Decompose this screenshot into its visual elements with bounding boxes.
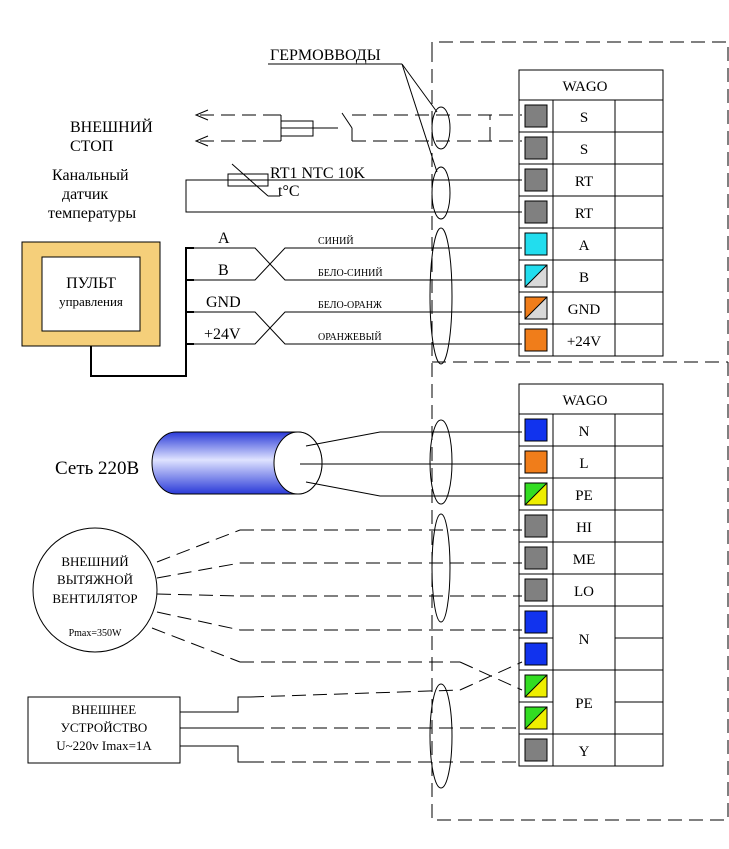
gland-fan <box>431 513 451 623</box>
thermistor <box>227 173 269 187</box>
terminal-label: RT <box>575 206 593 222</box>
cable-glands <box>429 106 453 789</box>
gland-stop <box>431 106 451 150</box>
sensor-line1: Канальный <box>52 167 129 184</box>
terminal-color-swatch <box>524 328 548 352</box>
tc-label: t°C <box>278 183 300 200</box>
mains-cable: Сеть 220В <box>55 431 522 497</box>
terminal-color-swatch <box>524 168 548 192</box>
rt-label: RT1 NTC 10K <box>270 165 365 182</box>
wago-block-1: WAGO SS RT RT AB GND +24V <box>518 69 664 357</box>
terminal-color-swatch <box>524 546 548 570</box>
terminal-label: S <box>580 110 588 126</box>
mains-label: Сеть 220В <box>55 458 139 479</box>
panel-line1: ПУЛЬТ <box>66 275 116 292</box>
terminal-label: PE <box>575 696 593 712</box>
bus-color-24v: ОРАНЖЕВЫЙ <box>318 331 382 343</box>
germovvody-label: ГЕРМОВВОДЫ <box>270 47 381 64</box>
external-fan: ВНЕШНИЙ ВЫТЯЖНОЙ ВЕНТИЛЯТОР Pmax=350W <box>32 527 523 691</box>
sensor-line3: температуры <box>48 205 136 222</box>
terminal-block-header: WAGO <box>563 393 608 409</box>
bus-b: B <box>218 262 229 279</box>
sensor-line2: датчик <box>62 186 108 203</box>
bus-color-a: СИНИЙ <box>318 235 354 247</box>
cable-glands-label: ГЕРМОВВОДЫ <box>268 47 438 173</box>
gland-sensor <box>431 166 451 220</box>
terminal-color-swatch <box>524 450 548 474</box>
ext-stop-line1: ВНЕШНИЙ <box>70 117 153 136</box>
control-panel: ПУЛЬТ управления <box>21 241 194 377</box>
device-line2: УСТРОЙСТВО <box>61 720 148 735</box>
fan-line1: ВНЕШНИЙ <box>61 554 128 569</box>
bus-a: A <box>218 230 230 247</box>
terminal-label: L <box>579 456 588 472</box>
terminal-color-swatch <box>524 104 548 128</box>
device-line1: ВНЕШНЕЕ <box>72 702 136 717</box>
ext-stop-line2: СТОП <box>70 138 114 155</box>
bus-color-gnd: БЕЛО-ОРАНЖ <box>318 300 382 311</box>
terminal-color-swatch <box>524 578 548 602</box>
panel-screen <box>41 256 141 332</box>
terminal-label: B <box>579 270 589 286</box>
terminal-label: Y <box>579 744 590 760</box>
terminal-color-swatch <box>524 200 548 224</box>
temperature-sensor: Канальный датчик температуры RT1 NTC 10K… <box>48 163 522 222</box>
bus-wires: A B GND +24V СИНИЙ БЕЛО-СИНИЙ БЕЛО-ОРАНЖ… <box>194 230 522 345</box>
terminal-label: N <box>579 424 590 440</box>
external-stop: ВНЕШНИЙ СТОП <box>70 109 522 155</box>
terminal-label: HI <box>576 520 592 536</box>
terminal-block-header: WAGO <box>563 79 608 95</box>
terminal-color-swatch <box>524 418 548 442</box>
gland-bus <box>429 227 453 365</box>
terminal-label: A <box>579 238 590 254</box>
terminal-color-swatch <box>524 232 548 256</box>
fan-line2: ВЫТЯЖНОЙ <box>57 572 133 587</box>
enclosure-outline <box>431 41 729 821</box>
terminal-label: N <box>579 632 590 648</box>
terminal-label: LO <box>574 584 594 600</box>
bus-24v: +24V <box>204 326 241 343</box>
terminal-label: PE <box>575 488 593 504</box>
bus-color-b: БЕЛО-СИНИЙ <box>318 267 383 279</box>
fan-line3: ВЕНТИЛЯТОР <box>52 591 137 606</box>
terminal-label: ME <box>573 552 596 568</box>
terminal-label: S <box>580 142 588 158</box>
panel-line2: управления <box>59 294 123 309</box>
gland-device <box>429 683 453 789</box>
gland-mains <box>429 419 453 505</box>
terminal-color-swatch <box>524 642 548 666</box>
external-device: ВНЕШНЕЕ УСТРОЙСТВО U~220v Imax=1A <box>27 689 522 764</box>
bus-gnd: GND <box>206 294 241 311</box>
device-box <box>27 696 181 764</box>
device-line3: U~220v Imax=1A <box>56 738 152 753</box>
fan-power: Pmax=350W <box>69 628 122 639</box>
terminal-color-swatch <box>524 610 548 634</box>
terminal-label: +24V <box>567 334 601 350</box>
terminal-color-swatch <box>524 738 548 762</box>
terminal-color-swatch <box>524 136 548 160</box>
fan-circle <box>32 527 158 653</box>
terminal-label: GND <box>568 302 601 318</box>
terminal-label: RT <box>575 174 593 190</box>
terminal-color-swatch <box>524 514 548 538</box>
